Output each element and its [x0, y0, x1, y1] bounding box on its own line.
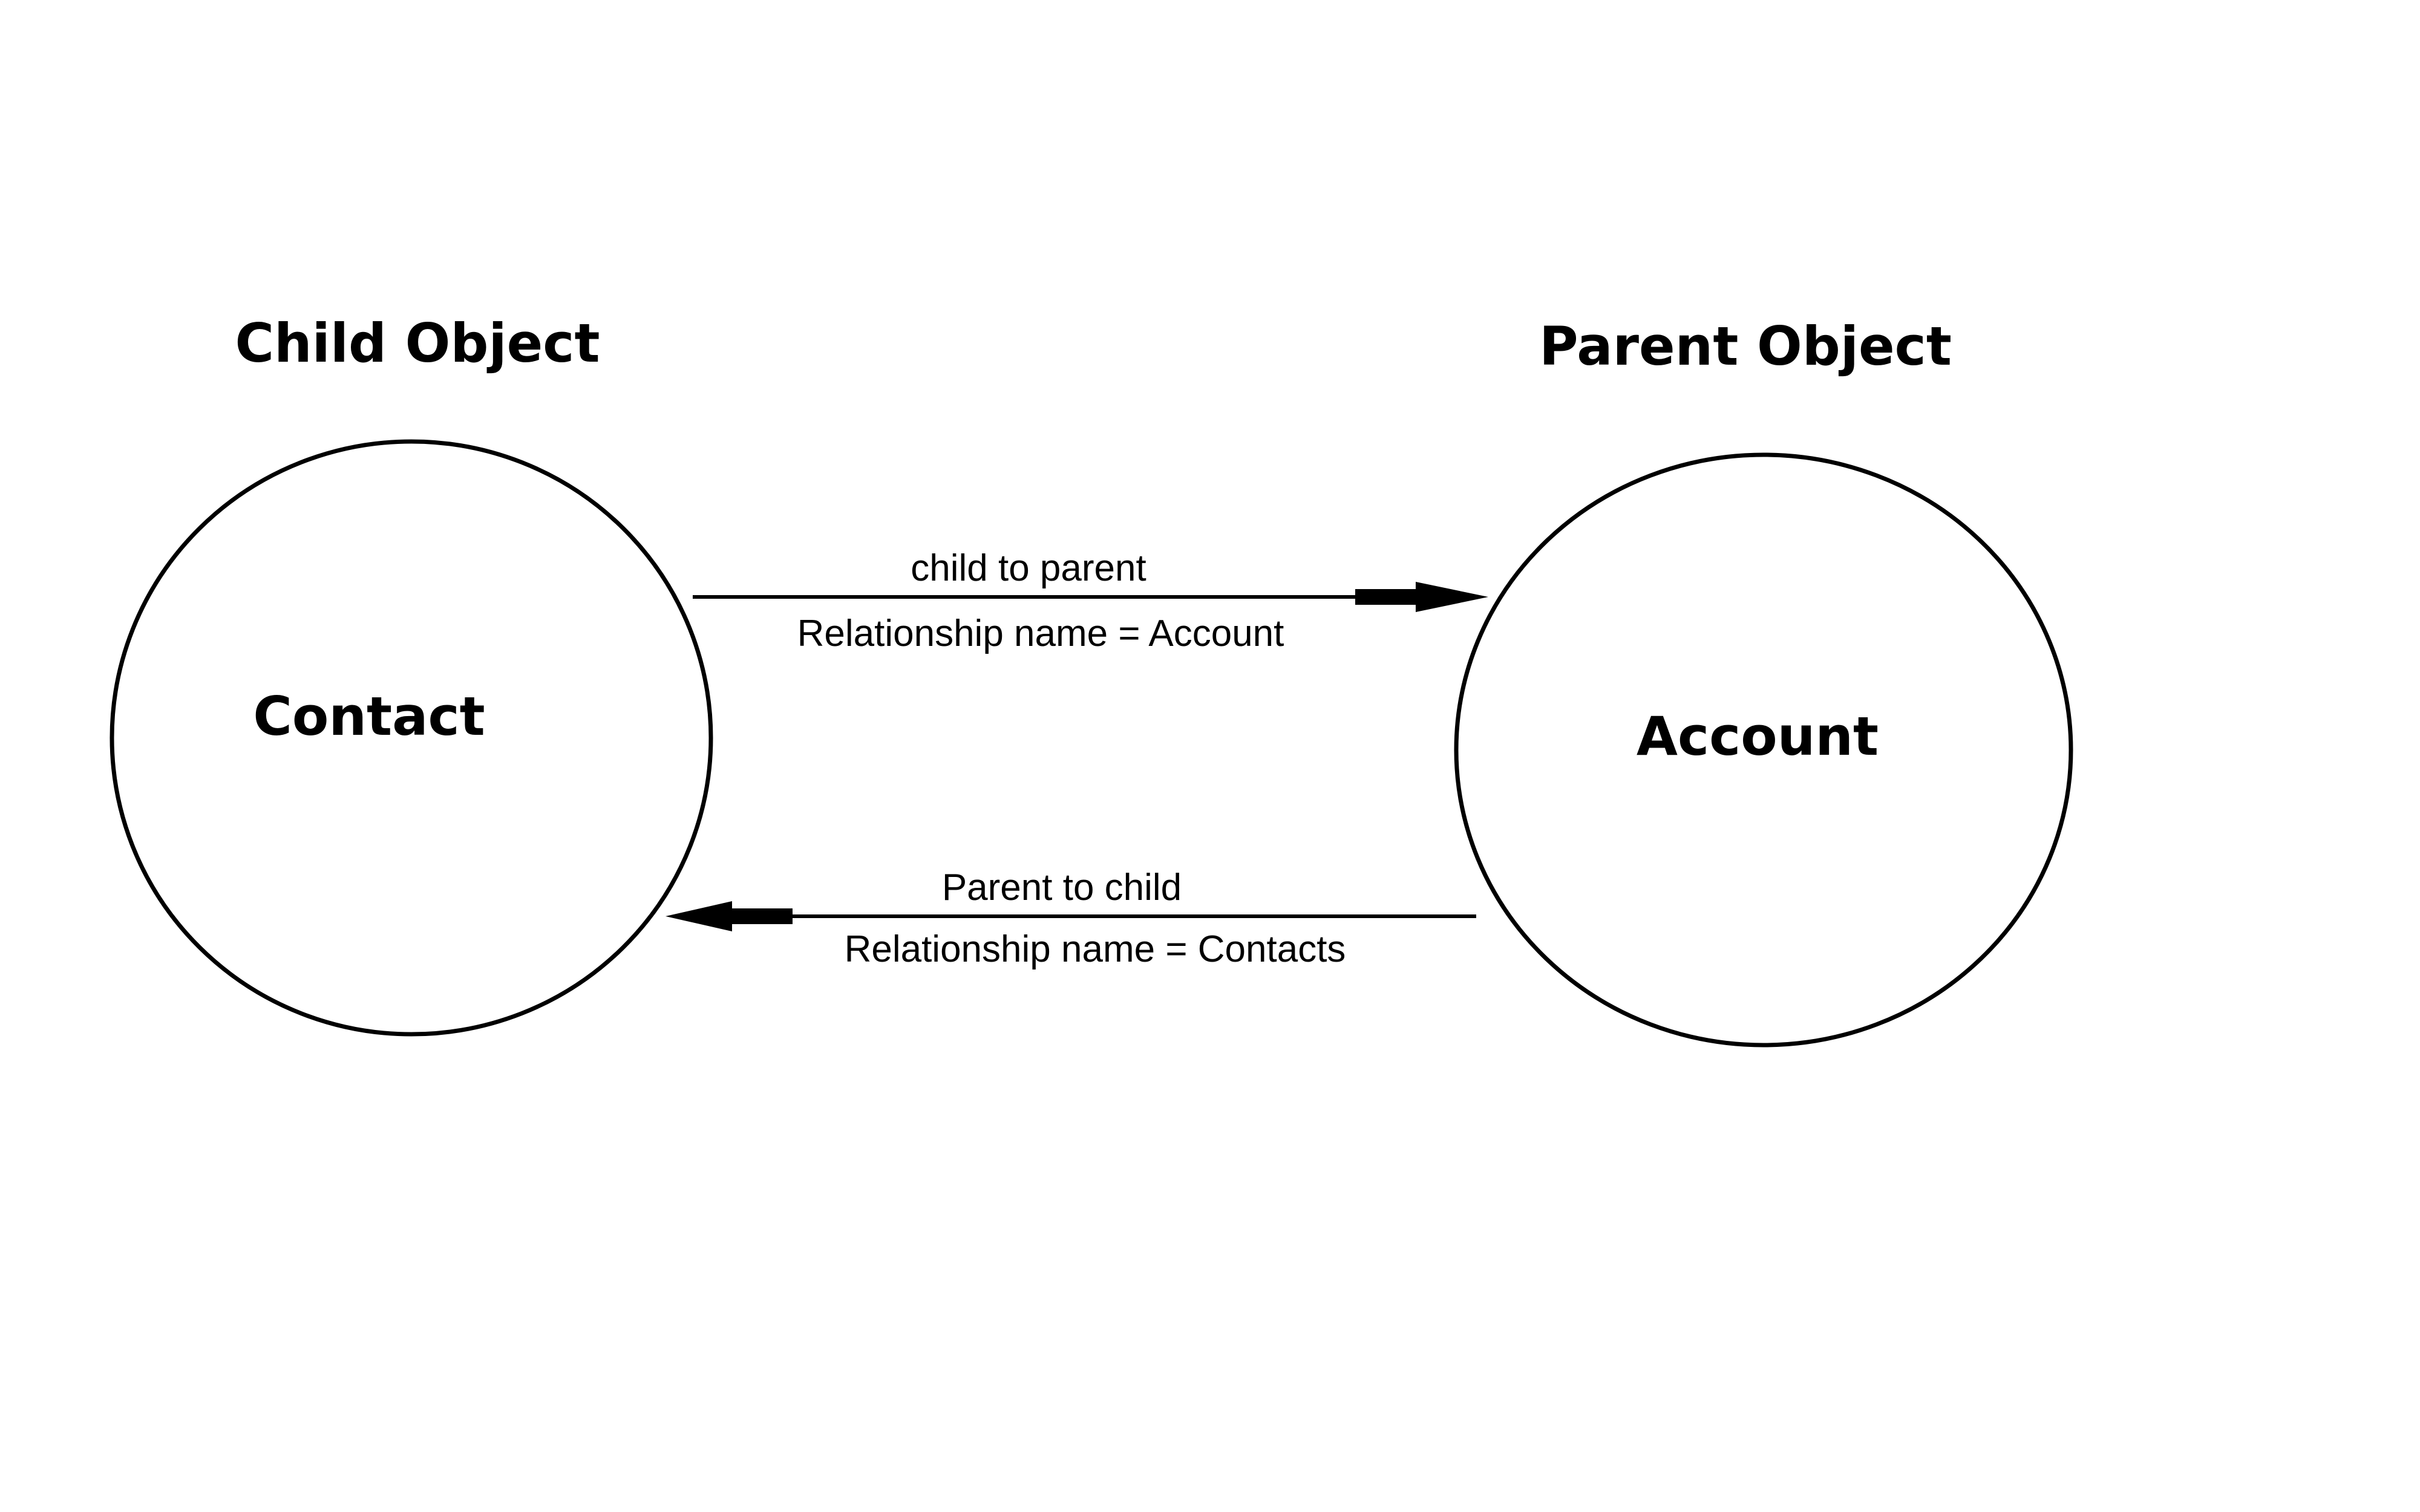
contact-circle: [110, 439, 713, 1037]
arrowhead-left-icon: [666, 901, 732, 931]
child-to-parent-label: child to parent: [911, 547, 1146, 589]
child-object-heading: Child Object: [235, 312, 600, 374]
arrowhead-right-icon: [1416, 582, 1488, 612]
contact-node: Contact: [110, 439, 713, 1037]
parent-object-heading: Parent Object: [1539, 315, 1952, 377]
account-circle: [1454, 452, 2073, 1048]
child-to-parent-relationship: Relationship name = Account: [797, 613, 1284, 654]
parent-to-child-arrow: [666, 901, 1476, 931]
parent-to-child-relationship: Relationship name = Contacts: [845, 928, 1346, 970]
account-label: Account: [1637, 705, 1879, 767]
contact-label: Contact: [253, 685, 485, 748]
account-node: Account: [1454, 452, 2073, 1048]
parent-to-child-label: Parent to child: [942, 867, 1182, 908]
child-to-parent-arrow: [693, 582, 1488, 612]
